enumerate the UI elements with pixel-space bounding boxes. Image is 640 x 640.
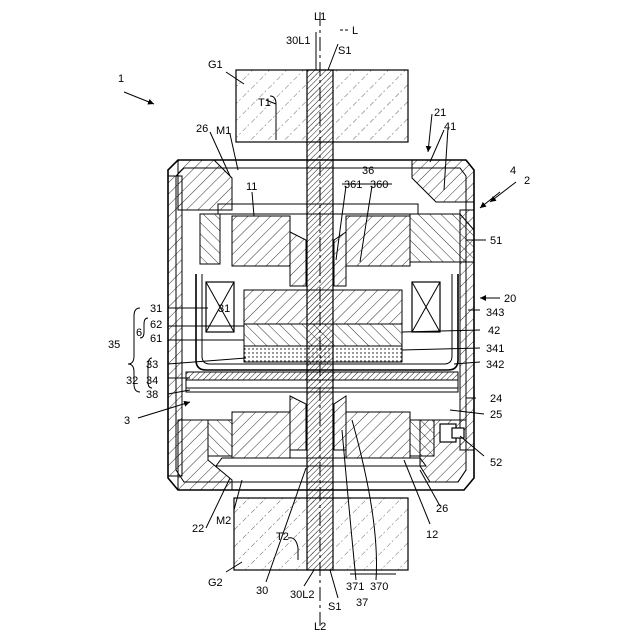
label-52: 52 [490,457,502,469]
label-36: 36 [362,165,374,177]
label-342: 342 [486,359,504,371]
shaft [307,12,333,628]
label-1: 1 [118,73,124,85]
label-31-left: 31 [150,303,162,315]
label-12: 12 [426,529,438,541]
label-37: 37 [356,597,368,609]
label-62: 62 [150,319,162,331]
label-S1-bottom: S1 [328,601,341,613]
label-41: 41 [444,121,456,133]
label-G2: G2 [208,577,223,589]
label-L: L [352,25,358,37]
label-L2: L2 [314,621,326,633]
label-4: 4 [510,165,516,177]
label-L1: L1 [314,11,326,23]
lower-gear-assembly [208,396,464,466]
label-51: 51 [490,235,502,247]
label-361: 361 [344,179,362,191]
label-370: 370 [370,581,388,593]
coil-right [412,282,440,332]
label-38: 38 [146,389,158,401]
label-61: 61 [150,333,162,345]
label-11: 11 [246,181,257,193]
label-33: 33 [146,359,158,371]
label-343: 343 [486,307,504,319]
label-T2: T2 [276,531,289,543]
label-G1: G1 [208,59,223,71]
label-22: 22 [192,523,204,535]
label-T1: T1 [258,97,271,109]
label-24: 24 [490,393,502,405]
label-371: 371 [346,581,364,593]
label-31: 31 [218,303,230,315]
label-3: 3 [124,415,130,427]
label-26-bottom: 26 [436,503,448,515]
label-25: 25 [490,409,502,421]
label-341: 341 [486,343,504,355]
label-42: 42 [488,325,500,337]
label-32: 32 [126,375,138,387]
label-S1-top: S1 [338,45,351,57]
label-360: 360 [370,179,388,191]
upper-gear-assembly [200,204,474,286]
label-M1: M1 [216,125,231,137]
label-30L1: 30L1 [286,35,310,47]
label-2: 2 [524,175,530,187]
label-21: 21 [434,107,446,119]
label-M2: M2 [216,515,231,527]
label-34: 34 [146,375,158,387]
label-6: 6 [136,327,142,339]
label-20: 20 [504,293,516,305]
label-30L2: 30L2 [290,589,314,601]
label-30: 30 [256,585,268,597]
label-35: 35 [108,339,120,351]
label-26-top: 26 [196,123,208,135]
